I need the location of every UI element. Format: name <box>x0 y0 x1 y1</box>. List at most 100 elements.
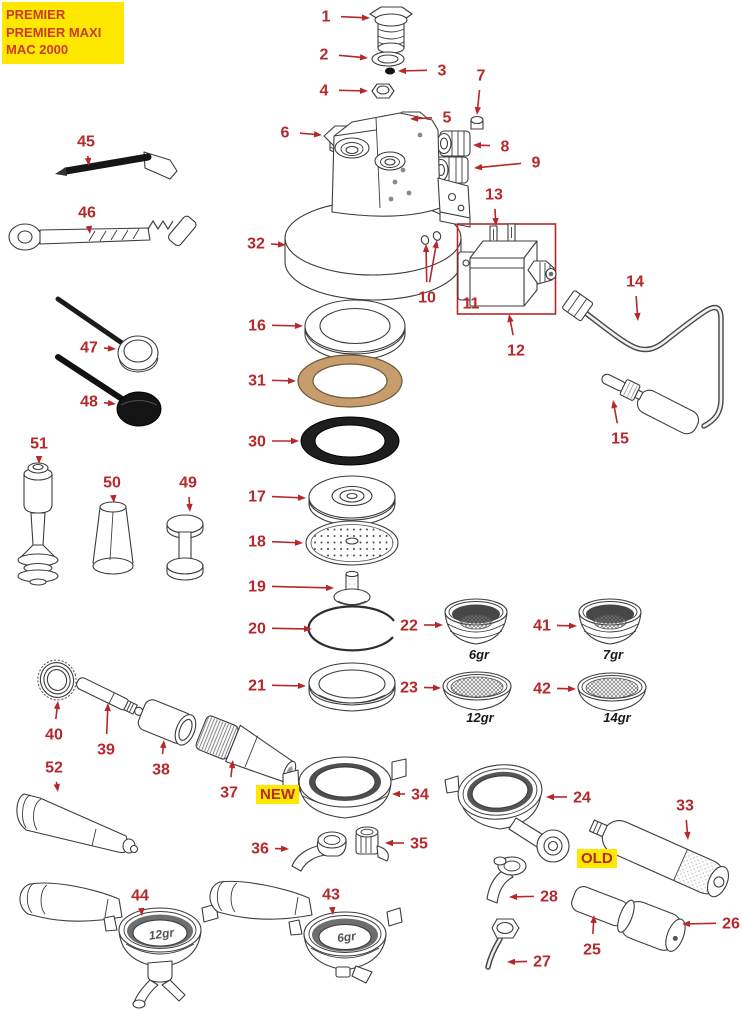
part-18-shower-screen <box>305 520 399 566</box>
callout-label-46: 46 <box>78 205 96 222</box>
part-15-wand-tip <box>601 373 644 401</box>
part-4-nut <box>371 83 395 99</box>
callout-label-36: 36 <box>251 841 269 858</box>
part-16-ring <box>304 299 406 361</box>
part-7-plug <box>470 115 484 130</box>
part-52-handle <box>16 793 139 854</box>
callout-label-31: 31 <box>248 373 266 390</box>
callout-label-5: 5 <box>443 110 452 127</box>
callout-label-28: 28 <box>540 889 558 906</box>
part-3-oring <box>385 67 395 75</box>
model-name-line2: PREMIER MAXI <box>6 24 102 40</box>
callout-label-10: 10 <box>418 290 436 307</box>
part-20-wire-ring <box>307 605 395 652</box>
callout-label-21: 21 <box>248 678 266 695</box>
basket-size-label: 12gr <box>466 710 494 725</box>
basket-size-labels: 6gr 7gr 12gr 14gr 12gr 6gr <box>148 647 632 945</box>
part-36-spout <box>291 831 347 872</box>
model-name-line1: PREMIER <box>6 7 66 22</box>
part-24-portafilter-body <box>444 764 570 863</box>
callout-label-6: 6 <box>281 125 290 142</box>
callout-label-23: 23 <box>400 680 418 697</box>
part-35-spout-holder <box>355 826 389 862</box>
callout-label-22: 22 <box>400 618 418 635</box>
part-42-basket-14gr <box>577 672 647 712</box>
callout-label-41: 41 <box>533 618 551 635</box>
callout-label-51: 51 <box>30 436 48 453</box>
callout-label-19: 19 <box>248 579 266 596</box>
part-41-basket-7gr <box>578 598 642 645</box>
part-11-solenoid-valve <box>457 223 557 307</box>
callout-label-8: 8 <box>501 139 510 156</box>
part-40-ring <box>37 659 77 701</box>
callout-label-9: 9 <box>532 155 541 172</box>
part-19-screw <box>333 570 371 606</box>
callout-label-52: 52 <box>45 760 63 777</box>
part-31-gasket-tan <box>297 354 403 408</box>
part-33-handle <box>588 819 730 898</box>
part-30-gasket-black <box>300 416 400 466</box>
callout-label-43: 43 <box>322 887 340 904</box>
engraved-size-label: 12gr <box>148 925 176 943</box>
part-27-elbow <box>485 918 520 970</box>
callout-label-25: 25 <box>583 942 601 959</box>
callout-label-50: 50 <box>103 475 121 492</box>
part-1-valve-cap <box>369 6 413 54</box>
callout-label-17: 17 <box>248 489 266 506</box>
callout-label-42: 42 <box>533 681 551 698</box>
basket-size-label: 14gr <box>603 710 631 725</box>
callout-label-16: 16 <box>248 318 266 335</box>
part-34-group-ring <box>282 756 407 819</box>
part-50-tamper-cone <box>92 501 134 575</box>
callout-label-39: 39 <box>97 742 115 759</box>
part-25-26-handle <box>571 886 686 952</box>
callout-label-14: 14 <box>626 274 644 291</box>
callout-label-7: 7 <box>477 68 486 85</box>
callout-label-24: 24 <box>573 790 591 807</box>
callout-label-13: 13 <box>485 187 503 204</box>
part-49-tamper-double <box>166 514 204 581</box>
callout-label-37: 37 <box>220 785 238 802</box>
callout-label-4: 4 <box>320 83 329 100</box>
part-38-sleeve <box>137 699 197 746</box>
callout-label-3: 3 <box>438 63 447 80</box>
part-23-basket-12gr <box>442 671 512 711</box>
callout-label-12: 12 <box>507 343 525 360</box>
part-37-grip <box>195 715 297 784</box>
callout-label-18: 18 <box>248 534 266 551</box>
callout-label-2: 2 <box>320 47 329 64</box>
part-44-portafilter-12gr <box>19 882 219 1009</box>
basket-size-label: 7gr <box>603 647 624 662</box>
part-47-spoon <box>55 296 159 373</box>
callout-label-47: 47 <box>80 340 98 357</box>
part-51-tamper <box>17 462 59 586</box>
model-title-block: PREMIER PREMIER MAXI MAC 2000 <box>2 2 124 64</box>
engraved-size-label: 6gr <box>336 929 358 946</box>
callout-label-27: 27 <box>533 954 551 971</box>
callout-label-20: 20 <box>248 621 266 638</box>
callout-label-34: 34 <box>411 787 429 804</box>
callout-label-49: 49 <box>179 475 197 492</box>
part-28-spout <box>486 856 527 904</box>
part-39-shaft <box>76 677 144 716</box>
callout-label-30: 30 <box>248 434 266 451</box>
basket-size-label: 6gr <box>469 647 490 662</box>
old-badge: OLD <box>577 849 617 868</box>
callout-label-26: 26 <box>722 916 740 933</box>
callout-label-32: 32 <box>247 236 265 253</box>
part-46-lever <box>8 215 197 251</box>
callout-label-45: 45 <box>77 134 95 151</box>
model-name-line3: MAC 2000 <box>6 42 69 58</box>
callout-label-48: 48 <box>80 394 98 411</box>
part-2-washer <box>371 51 405 67</box>
part-21-ring <box>308 662 396 712</box>
part-8-fitting <box>436 130 471 157</box>
part-10-orings <box>420 231 442 245</box>
part-48-spoon-black <box>55 354 162 427</box>
part-32-boiler <box>284 112 471 301</box>
callout-label-1: 1 <box>322 9 331 26</box>
part-14-steam-pipe <box>562 290 724 435</box>
callout-label-35: 35 <box>410 836 428 853</box>
